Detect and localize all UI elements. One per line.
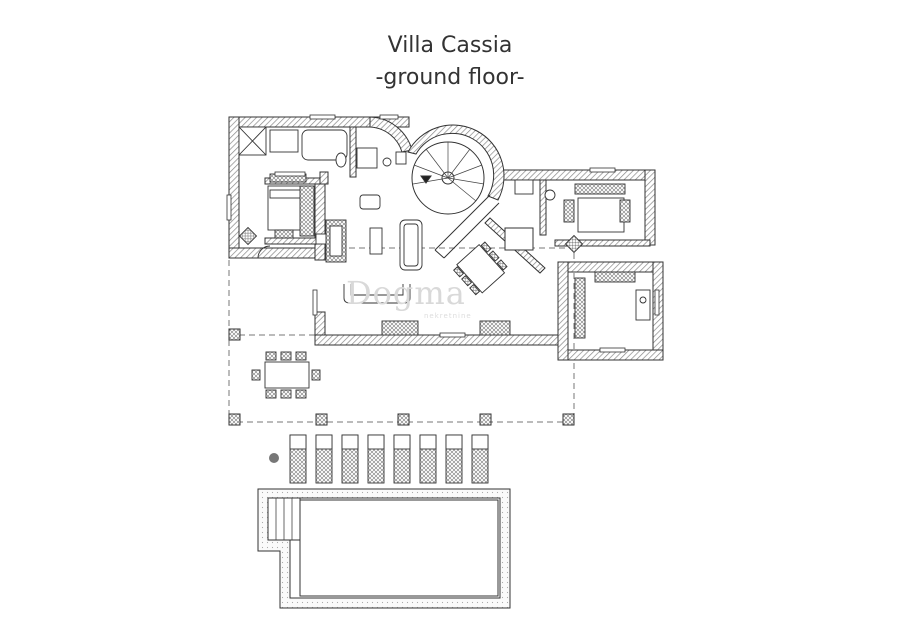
- plant-pot: [269, 453, 279, 463]
- bedroom-right: [514, 179, 631, 254]
- living-furniture: [315, 194, 511, 336]
- swimming-pool: [257, 488, 511, 609]
- dining-table: [453, 241, 508, 296]
- stair-tower: [369, 116, 505, 215]
- bathroom-left: [238, 126, 407, 169]
- kitchen: [574, 271, 651, 339]
- window-marks: [226, 114, 660, 353]
- plan-title: Villa Cassia: [387, 33, 513, 58]
- bedroom-left: [238, 173, 315, 259]
- stair-run: [434, 194, 500, 259]
- watermark-tagline: nekretnine: [424, 312, 472, 320]
- outdoor-dining-set: [251, 351, 321, 399]
- watermark-logo: Dogma: [346, 274, 466, 312]
- terrace-pillars: [228, 328, 575, 426]
- plan-subtitle: -ground floor-: [375, 65, 525, 90]
- dining-partition: [484, 217, 546, 274]
- sun-loungers: [289, 434, 489, 484]
